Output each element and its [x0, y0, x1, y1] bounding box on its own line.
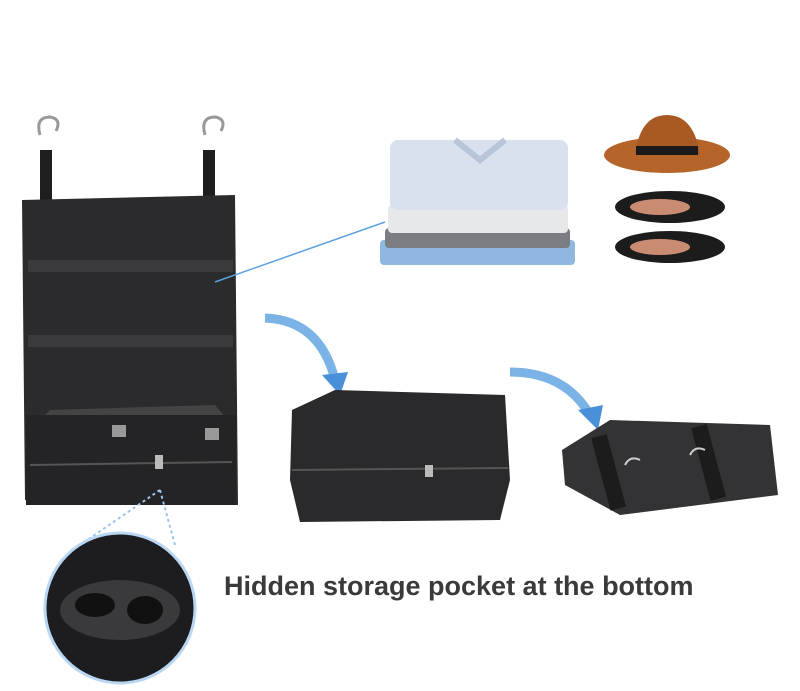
arrow-curved-icon	[509, 367, 603, 430]
caption-text: Hidden storage pocket at the bottom	[224, 571, 694, 601]
arrow-curved-icon	[264, 313, 348, 395]
folded-shirts	[380, 137, 575, 265]
flat-case	[562, 420, 778, 515]
collapsed-case	[290, 390, 510, 522]
zoom-inset	[43, 489, 197, 685]
hat	[604, 115, 730, 173]
zipper-icon	[155, 455, 163, 469]
hook-icon	[689, 447, 706, 456]
hanging-organizer	[22, 115, 238, 505]
hook-icon	[202, 115, 225, 136]
zipper-icon	[425, 465, 433, 477]
hook-icon	[624, 457, 641, 466]
hook-icon	[37, 115, 60, 136]
buckle-icon	[112, 425, 126, 437]
pointer-line	[214, 221, 386, 283]
shoe	[615, 191, 725, 223]
buckle-icon	[205, 428, 219, 440]
shoe	[615, 231, 725, 263]
